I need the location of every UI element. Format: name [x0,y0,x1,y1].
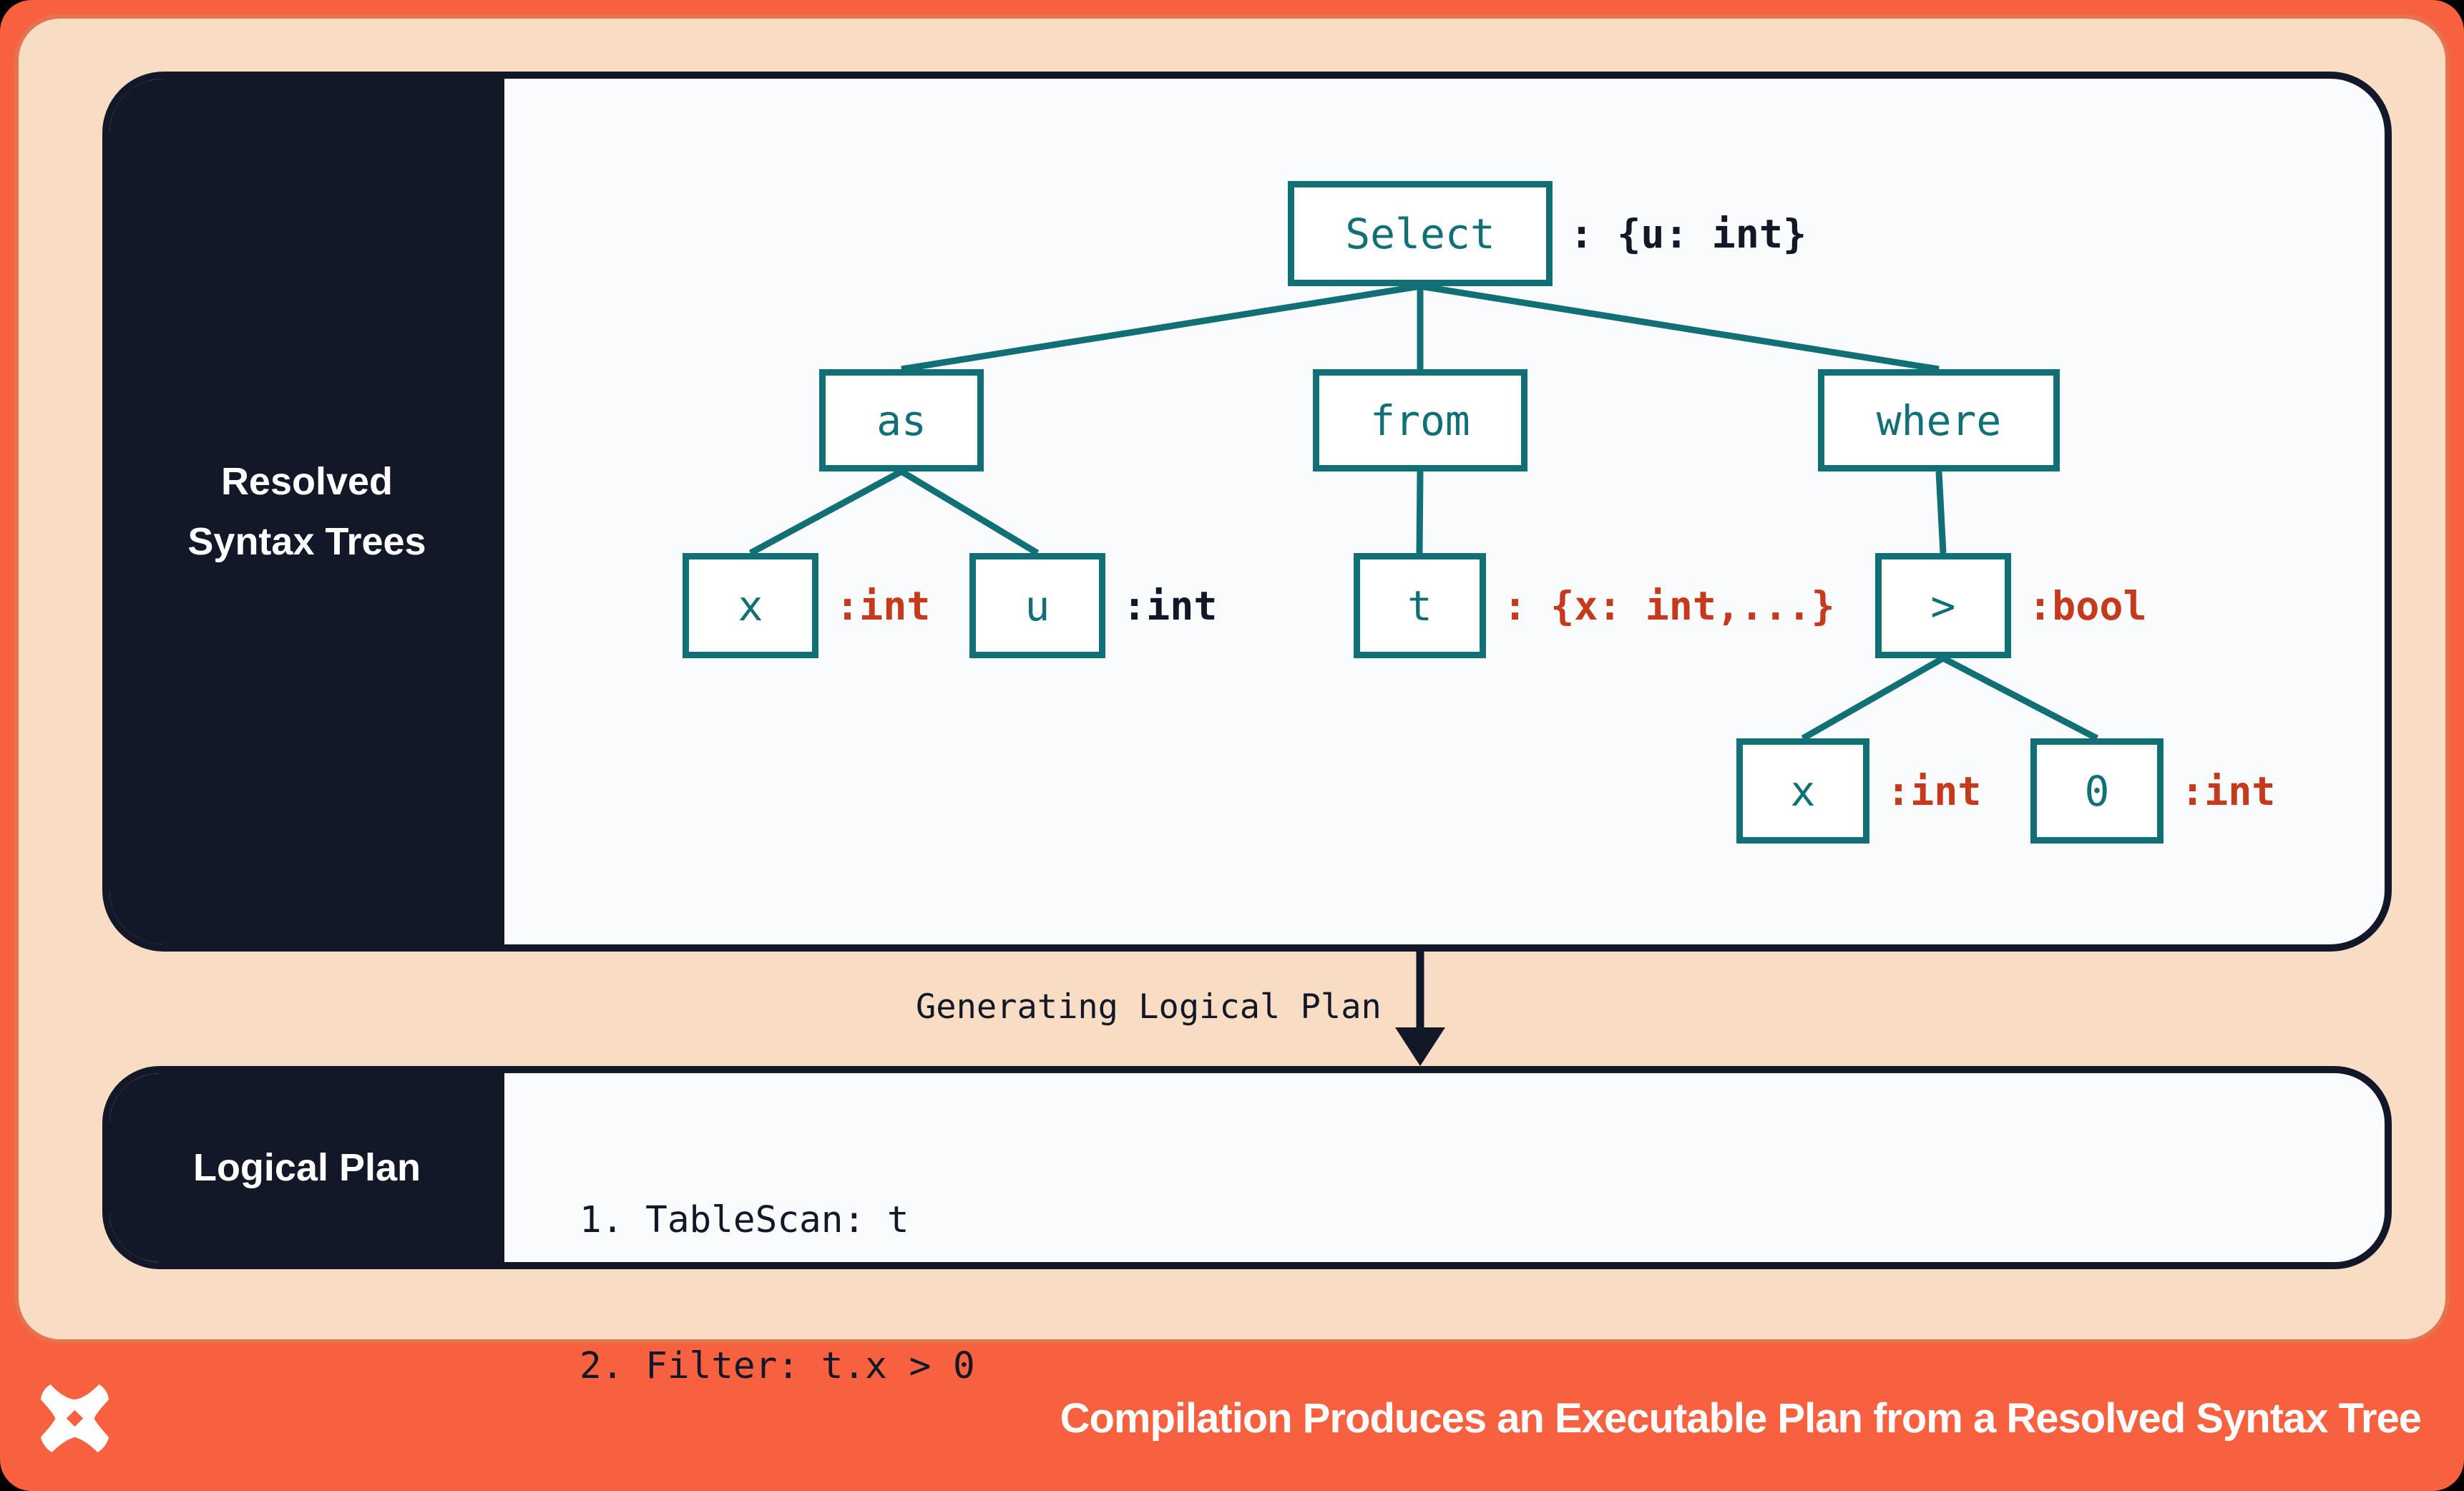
tree-node-x1: x :int [683,553,930,658]
logical-panel-title: Logical Plan [192,1146,421,1189]
logical-panel-sidebar: Logical Plan [109,1073,504,1262]
node-box-x1: x [683,553,818,658]
transition-label: Generating Logical Plan [916,987,1382,1027]
type-annotation-u: :int [1123,582,1218,629]
type-annotation-x2: :int [1887,768,1982,814]
type-annotation-select: : {u: int} [1570,210,1807,257]
tree-node-gt: > :bool [1875,553,2147,658]
footer-title: Compilation Produces an Executable Plan … [1060,1395,2422,1442]
node-label-where: where [1876,396,2002,445]
node-label-zero: 0 [2084,766,2110,816]
tree-node-zero: 0 :int [2030,738,2275,844]
tree-node-select: Select : {u: int} [1288,181,1807,286]
type-annotation-x1: :int [836,582,931,629]
node-box-zero: 0 [2030,738,2164,844]
node-label-x2: x [1790,766,1816,816]
plan-step-2: 2. Filter: t.x > 0 [580,1345,975,1387]
node-label-gt: > [1930,581,1956,630]
plan-step-3: 3. Projection: t.x as u [580,1488,1085,1491]
node-label-select: Select [1345,209,1495,258]
tree-node-t: t : {x: int,...} [1354,553,1835,658]
resolved-syntax-trees-panel: Resolved Syntax Trees Select : [102,72,2392,952]
tree-node-from: from [1313,369,1527,471]
node-box-gt: > [1875,553,2011,658]
tree-node-u: u :int [969,553,1217,658]
tree-node-as: as [819,369,984,471]
type-annotation-t: : {x: int,...} [1503,582,1835,629]
logical-plan-panel: Logical Plan 1. TableScan: t 2. Filter: … [102,1066,2392,1387]
resolved-panel-title: Resolved Syntax Trees [187,451,426,572]
tree-node-x2: x :int [1736,738,1981,844]
node-label-u: u [1025,581,1050,630]
node-box-where: where [1818,369,2060,471]
node-label-x1: x [738,581,763,630]
node-label-as: as [876,396,927,445]
node-box-as: as [819,369,984,471]
node-box-from: from [1313,369,1527,471]
brand-x-logo-icon [40,1384,109,1453]
resolved-panel-sidebar: Resolved Syntax Trees [109,79,504,944]
node-box-u: u [969,553,1105,658]
node-box-select: Select [1288,181,1553,286]
resolved-title-line2: Syntax Trees [187,520,426,563]
node-box-x2: x [1736,738,1869,844]
plan-step-1: 1. TableScan: t [580,1199,909,1241]
node-label-from: from [1370,396,1470,445]
resolved-title-line1: Resolved [220,460,393,503]
logical-plan-steps: 1. TableScan: t 2. Filter: t.x > 0 3. Pr… [580,1099,1085,1491]
tree-node-where: where [1818,369,2060,471]
type-annotation-zero: :int [2181,768,2276,814]
down-arrow-icon [1395,949,1445,1066]
node-label-t: t [1407,581,1432,630]
type-annotation-gt: :bool [2028,582,2147,629]
node-box-t: t [1354,553,1486,658]
